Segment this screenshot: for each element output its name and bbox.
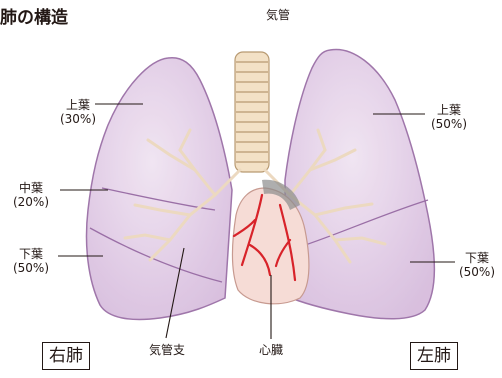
right-lower-lobe-name: 下葉 (8, 247, 54, 261)
trachea-illustration (235, 52, 269, 172)
left-lung-label: 左肺 (410, 342, 458, 370)
right-lower-lobe-pct: (50%) (8, 261, 54, 275)
right-lower-lobe-label: 下葉 (50%) (8, 247, 54, 275)
right-upper-lobe-label: 上葉 (30%) (55, 98, 101, 126)
right-lung-label: 右肺 (42, 342, 90, 370)
right-upper-lobe-name: 上葉 (55, 98, 101, 112)
left-lower-lobe-name: 下葉 (454, 251, 500, 265)
left-lower-lobe-label: 下葉 (50%) (454, 251, 500, 279)
bronchus-label: 気管支 (138, 343, 196, 357)
left-upper-lobe-name: 上葉 (426, 103, 472, 117)
right-middle-lobe-label: 中葉 (20%) (8, 181, 54, 209)
trachea-label: 気管 (258, 8, 298, 22)
left-lower-lobe-pct: (50%) (454, 265, 500, 279)
heart-label: 心臓 (248, 343, 294, 357)
left-upper-lobe-label: 上葉 (50%) (426, 103, 472, 131)
right-middle-lobe-name: 中葉 (8, 181, 54, 195)
right-middle-lobe-pct: (20%) (8, 195, 54, 209)
right-upper-lobe-pct: (30%) (55, 112, 101, 126)
page-title: 肺の構造 (0, 8, 68, 28)
left-upper-lobe-pct: (50%) (426, 117, 472, 131)
